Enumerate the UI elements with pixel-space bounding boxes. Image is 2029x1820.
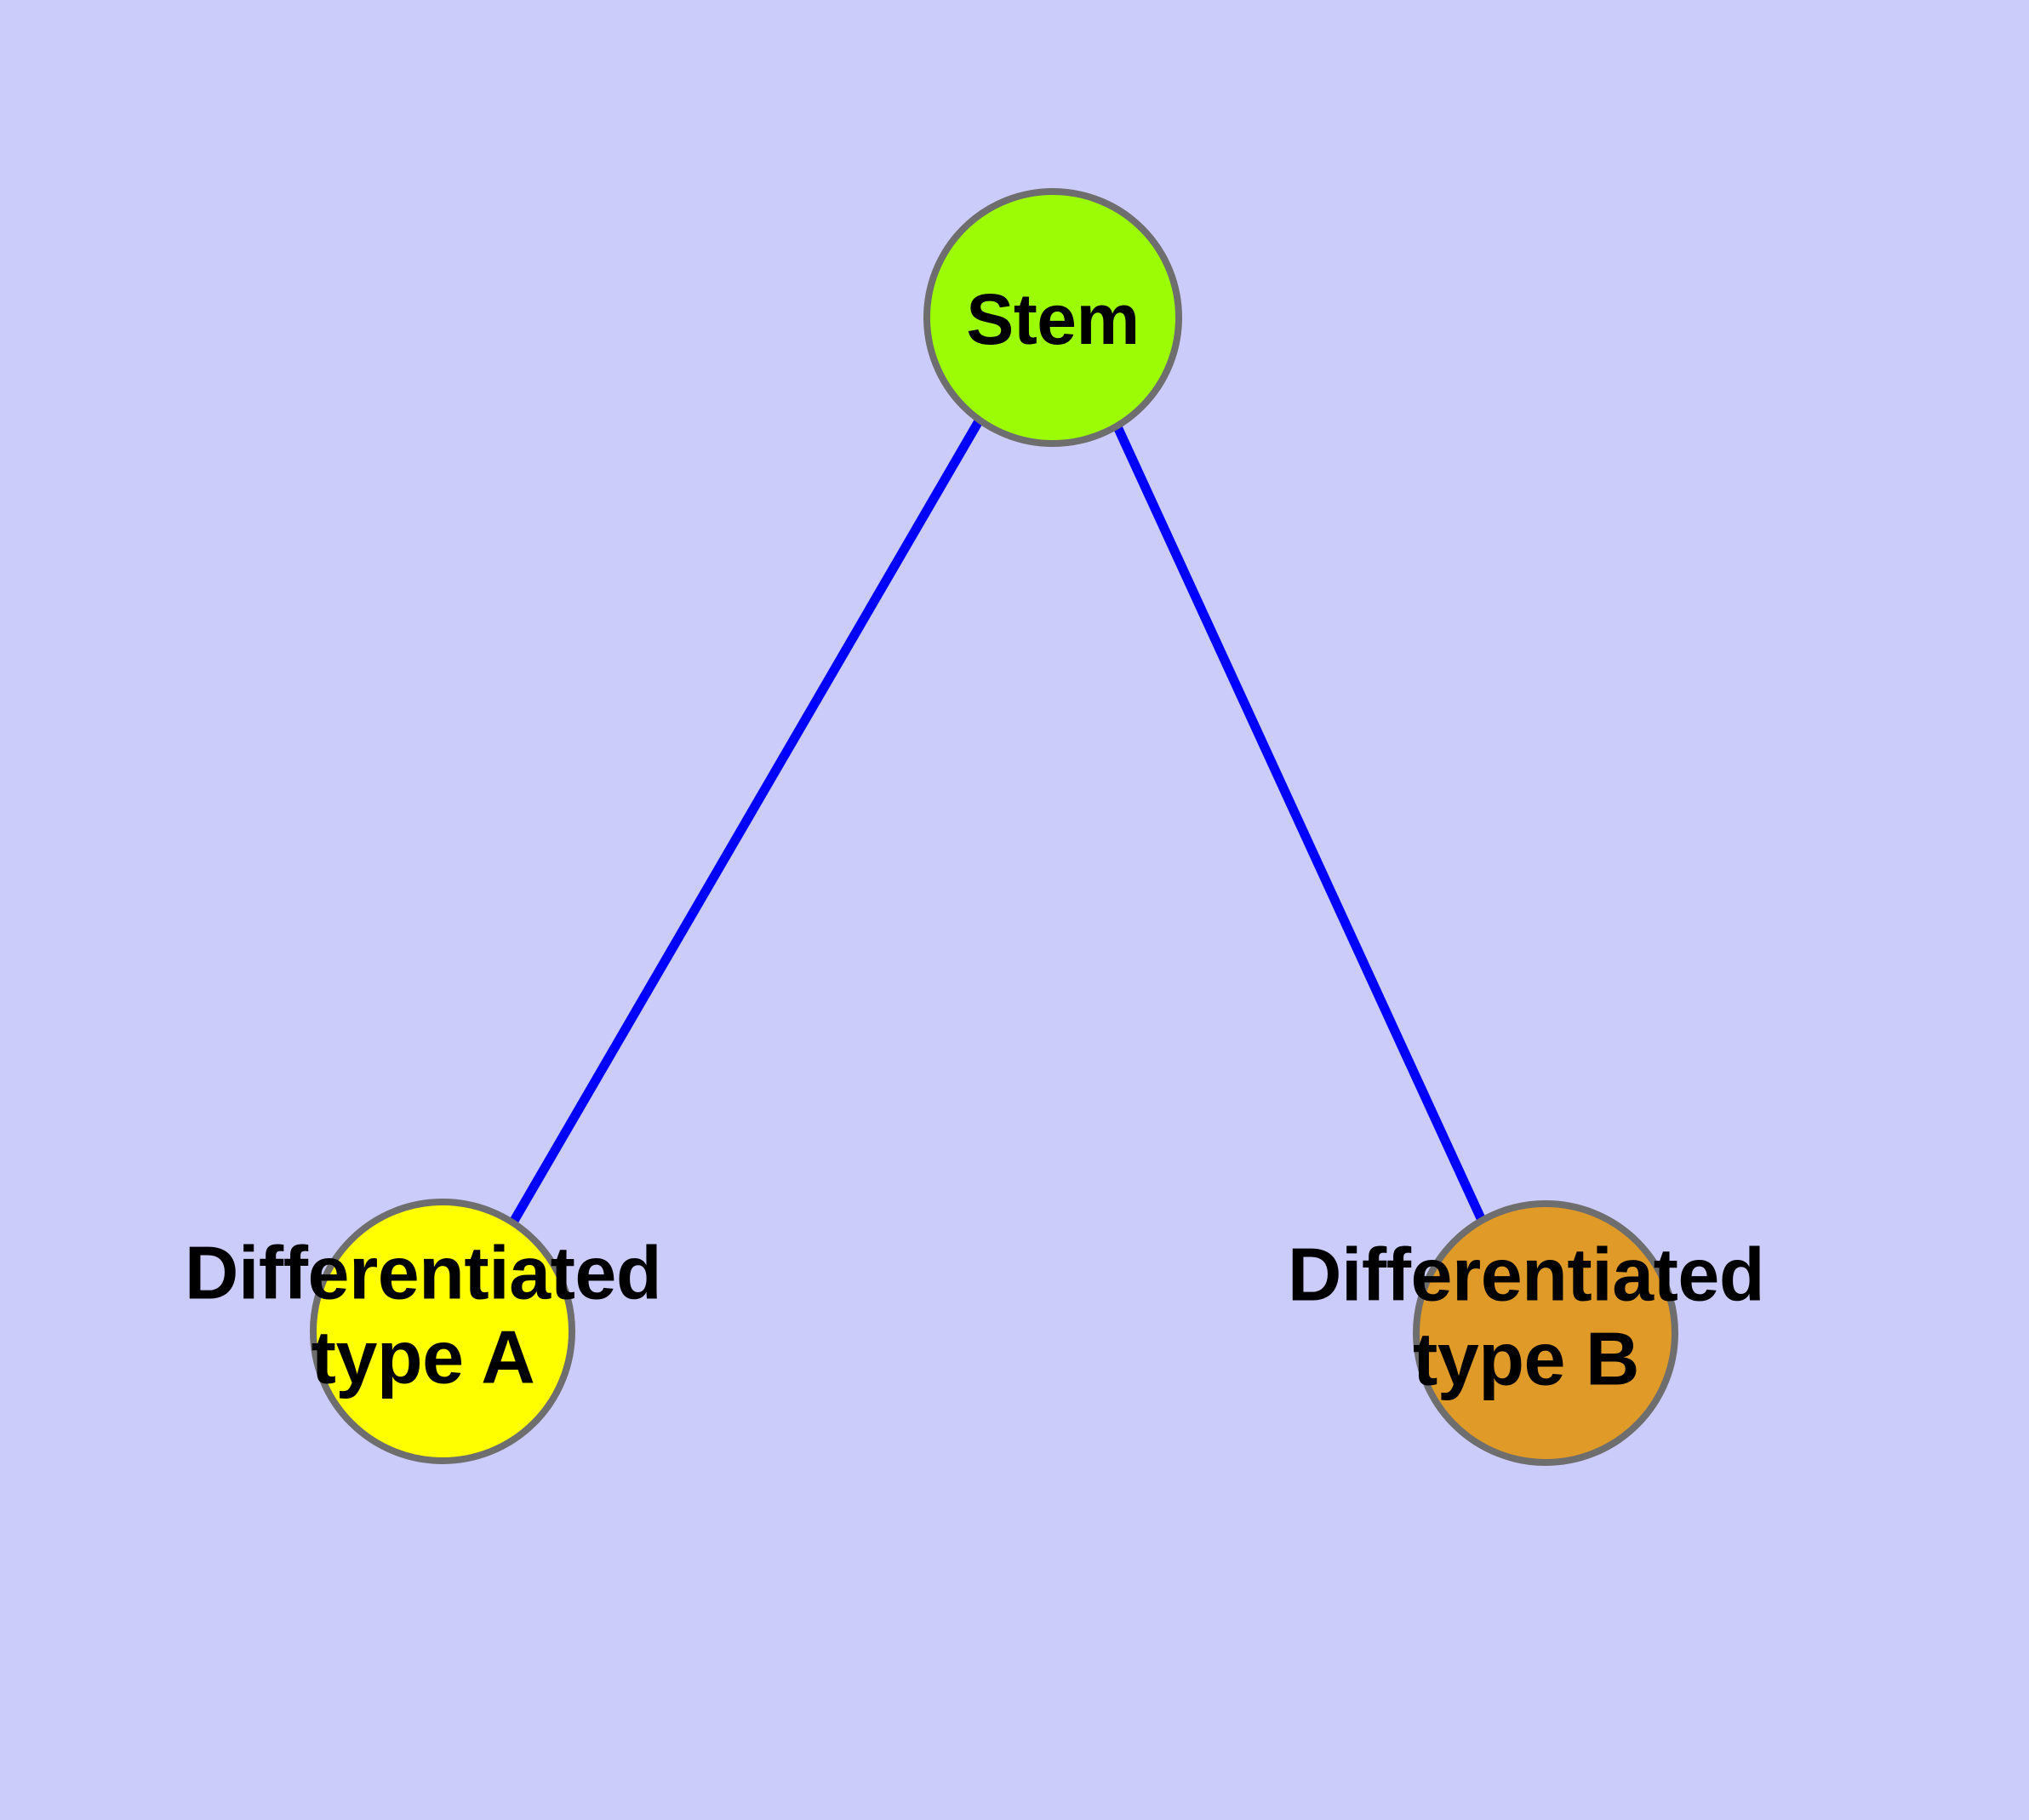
node-differentiated-type-b[interactable] (1413, 1200, 1678, 1466)
node-differentiated-type-a[interactable] (310, 1199, 575, 1464)
edge-stem-to-differentiated-type-b[interactable] (1112, 421, 1489, 1228)
edges-group (510, 417, 1489, 1228)
edge-stem-to-differentiated-type-a[interactable] (510, 417, 984, 1223)
nodes-group (310, 188, 1678, 1466)
node-stem[interactable] (923, 188, 1182, 447)
